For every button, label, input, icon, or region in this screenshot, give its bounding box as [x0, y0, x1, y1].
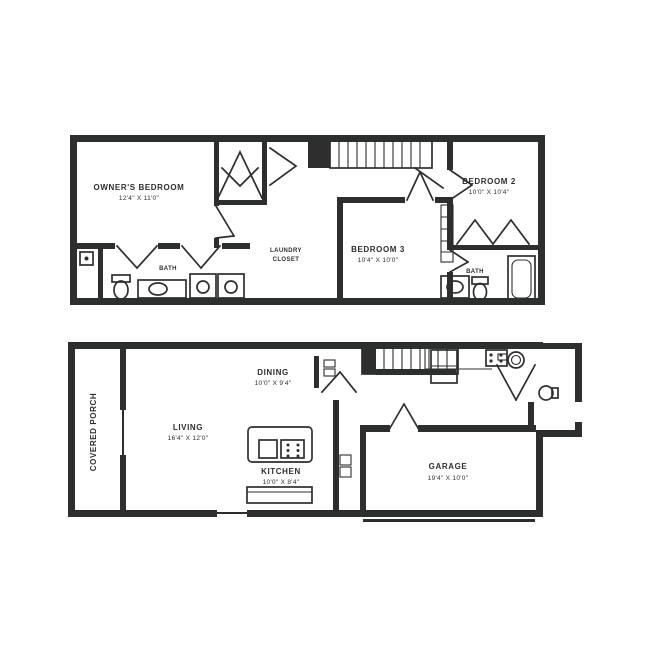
room-dims-dining: 10'0" X 9'4": [255, 380, 292, 387]
linen-shelves-icon: [440, 204, 454, 263]
room-dims-kitchen: 10'0" X 8'4": [263, 479, 300, 486]
understair-closet: [314, 356, 358, 394]
laundry-door-swing: [180, 244, 222, 270]
first-floor-labels: COVERED PORCH LIVING 16'4" X 12'0" DININ…: [89, 368, 469, 486]
toilet-icon: [111, 274, 131, 300]
stairs-up: [308, 139, 445, 190]
room-label-bedroom-3: BEDROOM 3: [351, 245, 405, 254]
bedroom2-door-swing: [448, 168, 474, 202]
room-label-hall-bath: BATH: [466, 269, 484, 275]
room-label-kitchen: KITCHEN: [261, 467, 301, 476]
room-dims-living: 16'4" X 12'0": [168, 435, 209, 442]
exterior-walls-first: [68, 342, 582, 517]
kitchen-sink-icon: [497, 351, 525, 369]
washer-icon: [189, 273, 217, 299]
exterior-walls: [70, 135, 545, 305]
island-sink-icon: [258, 439, 278, 459]
kitchen-island: [247, 426, 313, 463]
shower-icon: [79, 251, 94, 266]
hall-closet-bifold-icon: [268, 146, 298, 187]
fridge-icon: [430, 349, 458, 384]
owner-bedroom-door-swing: [214, 204, 236, 239]
first-floor-plan: COVERED PORCH LIVING 16'4" X 12'0" DININ…: [68, 342, 582, 522]
range-icon: [485, 349, 508, 367]
powder-room: [495, 363, 559, 432]
room-dims-bedroom-2: 10'0" X 10'4": [469, 189, 510, 196]
stair-rail: [413, 166, 445, 190]
room-label-owner-bath: BATH: [159, 266, 177, 272]
bath-toilet-icon: [471, 276, 489, 302]
garage-door-line: [363, 519, 535, 522]
room-dims-owner-bedroom: 12'4" X 11'0": [119, 195, 160, 202]
room-label-owner-bedroom: OWNER'S BEDROOM: [94, 183, 185, 192]
bathtub-icon: [507, 255, 536, 303]
dryer-icon: [217, 273, 245, 299]
bath-vanity-icon: [440, 275, 470, 299]
porch-wall: [120, 342, 126, 517]
second-floor-plan: OWNER'S BEDROOM 12'4" X 11'0" BEDROOM 2 …: [70, 135, 545, 305]
room-label-bedroom-2: BEDROOM 2: [462, 177, 516, 186]
second-floor-labels: OWNER'S BEDROOM 12'4" X 11'0" BEDROOM 2 …: [94, 177, 516, 275]
garage-entry-door-swing: [388, 402, 420, 430]
cooktop-icon: [280, 439, 305, 459]
owner-bath-door-swing: [115, 244, 159, 270]
utility-chase: [333, 400, 352, 510]
room-label-porch: COVERED PORCH: [89, 393, 98, 471]
room-label-garage: GARAGE: [429, 462, 468, 471]
room-label-laundry-2: CLOSET: [273, 257, 300, 263]
closet-bifold-icon: [216, 150, 264, 200]
kitchen-counter: [424, 349, 525, 384]
utility-unit-icon: [339, 466, 352, 478]
powder-door-swing: [495, 363, 537, 402]
stairs-down: [361, 344, 459, 375]
vanity-sink-icon: [137, 279, 187, 299]
room-dims-bedroom-3: 10'4" X 10'0": [358, 257, 399, 264]
kitchen-base-cabinet: [246, 486, 313, 504]
bedroom2-closet-bifold-icon: [455, 218, 531, 246]
bedroom3-door-swing: [405, 170, 435, 202]
water-heater-icon: [339, 454, 352, 466]
room-label-laundry: LAUNDRY: [270, 248, 302, 254]
garage-walls: [360, 402, 536, 510]
powder-toilet-icon: [538, 385, 559, 401]
room-label-living: LIVING: [173, 423, 203, 432]
room-dims-garage: 19'4" X 10'0": [428, 475, 469, 482]
porch-slider-door: [122, 410, 124, 455]
interior-walls: [77, 140, 538, 298]
closet-door-swing: [320, 370, 358, 394]
room-label-dining: DINING: [257, 368, 289, 377]
